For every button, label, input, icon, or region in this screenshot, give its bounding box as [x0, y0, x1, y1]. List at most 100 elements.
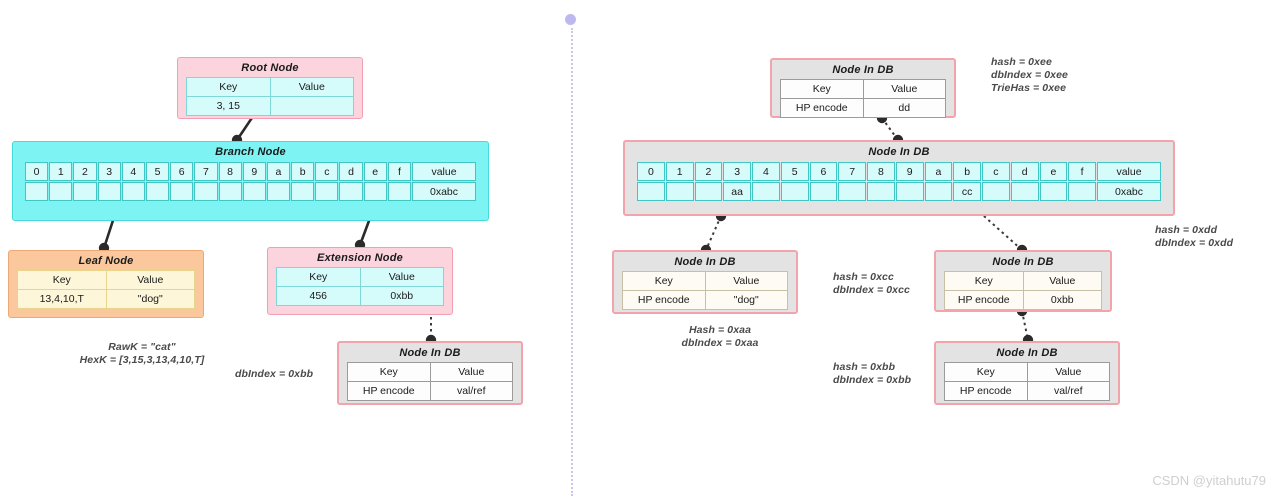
- right-left-node-card[interactable]: Node In DB Key Value HP encode "dog": [612, 250, 798, 314]
- right-bottom-node-title: Node In DB: [996, 347, 1058, 359]
- root-node-header-key: Key: [186, 77, 271, 97]
- branch-slot-cell: [242, 182, 266, 201]
- wire-topnode-to-branch: [881, 117, 899, 141]
- right-branch-slot-cell: [780, 182, 809, 201]
- right-branch-slot-header: e: [1039, 162, 1068, 181]
- branch-slot-cell: [97, 182, 121, 201]
- right-branch-slot-cell: [637, 182, 665, 201]
- note-dbindex-bb: dbIndex = 0xbb: [235, 368, 314, 380]
- note-hash-aa: Hash = 0xaa dbIndex = 0xaa: [681, 324, 759, 349]
- branch-slot-header: 1: [49, 162, 73, 181]
- leaf-node-card[interactable]: Leaf Node Key Value 13,4,10,T "dog": [8, 250, 204, 318]
- root-node-cell-value: [269, 96, 354, 116]
- right-branch-slot-header: 7: [838, 162, 866, 181]
- leaf-node-header-value: Value: [105, 270, 195, 290]
- branch-value-cell: 0xabc: [412, 182, 476, 201]
- root-node-cell-key: 3, 15: [186, 96, 271, 116]
- wire-branch3-to-leftnode: [705, 215, 722, 251]
- right-left-node-table: Key Value HP encode "dog": [622, 271, 788, 310]
- right-branch-node-table: 0 1 2 3 4 5 6 7 8 9 a b c d e f value: [636, 161, 1162, 202]
- left-node-in-db-cell-key: HP encode: [347, 381, 431, 401]
- right-branch-slot-cell: [867, 182, 895, 201]
- leaf-node-table: Key Value 13,4,10,T "dog": [17, 270, 195, 309]
- right-branch-slot-header: b: [953, 162, 981, 181]
- branch-value-header: value: [412, 162, 476, 181]
- branch-node-card[interactable]: Branch Node 0 1 2 3 4 5 6 7 8 9 a b c d …: [12, 141, 489, 221]
- branch-slot-cell: [315, 182, 339, 201]
- branch-slot-cell: [170, 182, 194, 201]
- left-node-in-db-cell-value: val/ref: [429, 381, 513, 401]
- branch-slot-header: d: [339, 162, 363, 181]
- right-right-node-title: Node In DB: [992, 256, 1054, 268]
- leaf-node-header-key: Key: [17, 270, 107, 290]
- branch-slot-header: e: [363, 162, 387, 181]
- right-branch-slot-cell: [895, 182, 924, 201]
- right-top-node-card[interactable]: Node In DB Key Value HP encode dd: [770, 58, 956, 118]
- branch-slot-header: 7: [194, 162, 218, 181]
- right-left-node-title: Node In DB: [674, 256, 736, 268]
- branch-node-value-row: 0xabc: [25, 182, 476, 201]
- branch-node-title: Branch Node: [215, 146, 286, 158]
- branch-slot-header: f: [387, 162, 411, 181]
- note-hash-cc: hash = 0xcc dbIndex = 0xcc: [833, 271, 910, 296]
- leaf-node-cell-key: 13,4,10,T: [17, 289, 107, 309]
- right-left-node-header-value: Value: [704, 271, 788, 291]
- right-branch-slot-cell: [1068, 182, 1096, 201]
- right-branch-slot-cell: [982, 182, 1010, 201]
- root-node-header-value: Value: [269, 77, 354, 97]
- note-hash-ee: hash = 0xee dbIndex = 0xee TrieHas = 0xe…: [991, 56, 1068, 94]
- branch-slot-header: b: [291, 162, 315, 181]
- branch-slot-header: 2: [73, 162, 97, 181]
- branch-node-header-row: 0 1 2 3 4 5 6 7 8 9 a b c d e f value: [25, 162, 476, 181]
- right-branch-slot-cell: cc: [953, 182, 981, 201]
- right-top-node-header-key: Key: [780, 79, 864, 99]
- left-node-in-db-card[interactable]: Node In DB Key Value HP encode val/ref: [337, 341, 523, 405]
- right-right-node-cell-value: 0xbb: [1022, 290, 1102, 310]
- right-branch-value-header: value: [1097, 162, 1161, 181]
- left-node-in-db-header-key: Key: [347, 362, 431, 382]
- right-branch-node-card[interactable]: Node In DB 0 1 2 3 4 5 6 7 8 9 a b c d e…: [623, 140, 1175, 216]
- right-branch-slot-header: 3: [723, 162, 751, 181]
- right-branch-slot-cell: [924, 182, 953, 201]
- branch-slot-header: 6: [170, 162, 194, 181]
- branch-slot-cell: [25, 182, 49, 201]
- branch-slot-cell: [387, 182, 411, 201]
- extension-node-cell-key: 456: [276, 286, 361, 306]
- right-top-node-table: Key Value HP encode dd: [780, 79, 946, 118]
- right-branch-slot-cell: [694, 182, 723, 201]
- right-top-node-cell-key: HP encode: [780, 98, 864, 118]
- branch-slot-cell: [194, 182, 218, 201]
- right-branch-slot-cell: [665, 182, 694, 201]
- right-branch-slot-header: 2: [694, 162, 723, 181]
- right-branch-slot-header: c: [982, 162, 1010, 181]
- right-branch-slot-header: f: [1068, 162, 1096, 181]
- extension-node-header-key: Key: [276, 267, 361, 287]
- branch-slot-cell: [73, 182, 97, 201]
- note-hash-dd: hash = 0xdd dbIndex = 0xdd: [1155, 224, 1234, 249]
- right-branch-slot-header: 8: [867, 162, 895, 181]
- branch-slot-cell: [121, 182, 145, 201]
- right-branch-slot-header: a: [924, 162, 953, 181]
- right-right-node-table: Key Value HP encode 0xbb: [944, 271, 1102, 310]
- branch-slot-header: 4: [121, 162, 145, 181]
- note-rawk-hexk: RawK = "cat" HexK = [3,15,3,13,4,10,T]: [79, 341, 205, 366]
- right-branch-slot-cell: [752, 182, 780, 201]
- right-left-node-header-key: Key: [622, 271, 706, 291]
- right-top-node-title: Node In DB: [832, 64, 894, 76]
- right-branch-slot-header: 6: [809, 162, 838, 181]
- branch-slot-cell: [49, 182, 73, 201]
- root-node-title: Root Node: [241, 62, 299, 74]
- right-bottom-node-card[interactable]: Node In DB Key Value HP encode val/ref: [934, 341, 1120, 405]
- right-right-node-cell-key: HP encode: [944, 290, 1024, 310]
- right-right-node-card[interactable]: Node In DB Key Value HP encode 0xbb: [934, 250, 1112, 312]
- branch-slot-header: c: [315, 162, 339, 181]
- left-node-in-db-table: Key Value HP encode val/ref: [347, 362, 513, 401]
- branch-slot-cell: [291, 182, 315, 201]
- branch-slot-cell: [145, 182, 170, 201]
- root-node-card[interactable]: Root Node Key Value 3, 15: [177, 57, 363, 119]
- right-right-node-header-value: Value: [1022, 271, 1102, 291]
- extension-node-card[interactable]: Extension Node Key Value 456 0xbb: [267, 247, 453, 315]
- branch-slot-header: a: [266, 162, 291, 181]
- right-branch-slot-header: 9: [895, 162, 924, 181]
- branch-slot-cell: [266, 182, 291, 201]
